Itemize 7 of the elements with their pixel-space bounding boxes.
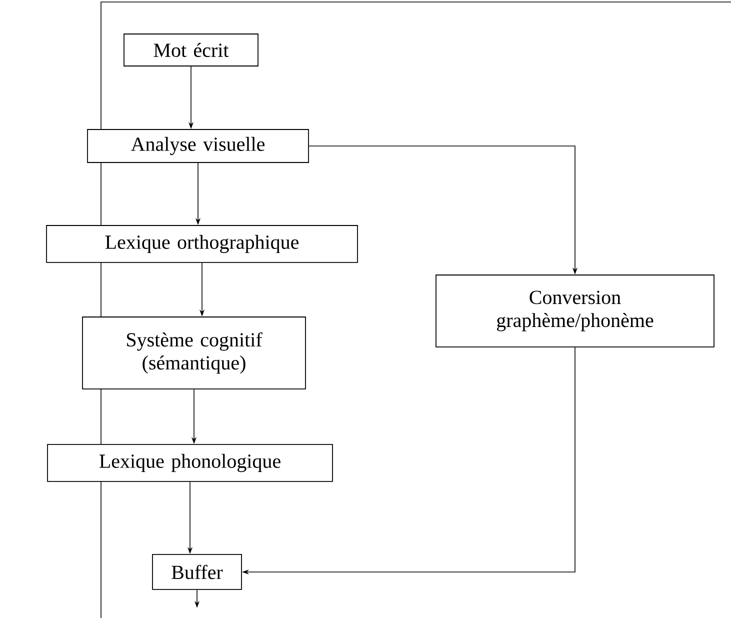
process-box: Conversion graphème/phonème [436,274,714,348]
process-box: Lexique phonologique [47,444,333,482]
process-box: Buffer [152,554,242,590]
process-box: Système cognitif (sémantique) [82,316,306,390]
process-box: Lexique orthographique [46,225,358,263]
process-box: Analyse visuelle [87,129,309,163]
process-box: Mot écrit [124,34,258,66]
